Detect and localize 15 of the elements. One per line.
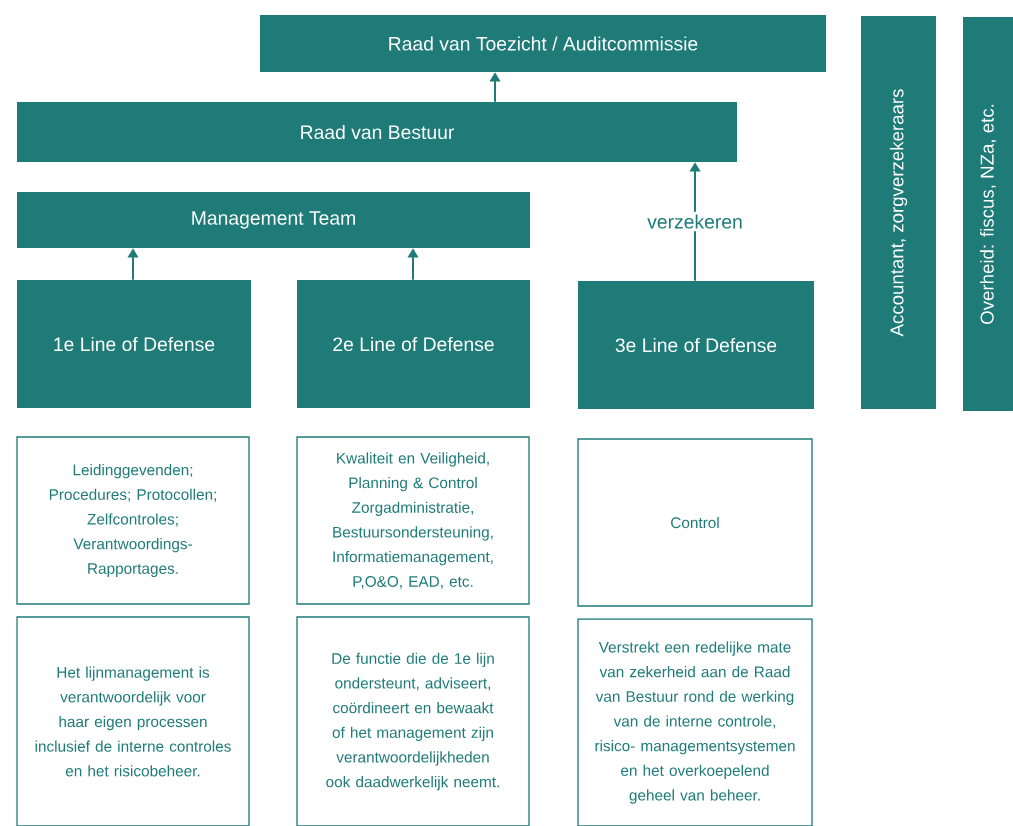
- text-box: Leidinggevenden; Procedures; Protocollen; Zelfcontroles; Verantwoordings- Rapportages.: [16, 436, 250, 605]
- line-of-defense-box: 3e Line of Defense: [578, 281, 814, 409]
- text-box: Kwaliteit en Veiligheid, Planning & Control Zorgadministratie, Bestuursondersteuning, Informatiemanagement, P,O&O, EAD, etc.: [296, 436, 530, 605]
- line-of-defense-box: 2e Line of Defense: [297, 280, 530, 408]
- header-box: Management Team: [17, 192, 530, 248]
- text-box: Verstrekt een redelijke mate van zekerheid aan de Raad van Bestuur rond de werking van de interne controle, risico- managementsystemen en het overkoepelend geheel van beheer.: [577, 618, 813, 826]
- edge-label: verzekeren: [644, 211, 746, 232]
- line-of-defense-box: 1e Line of Defense: [17, 280, 251, 408]
- vertical-band: Accountant, zorgverzekeraars: [861, 16, 936, 409]
- header-box: Raad van Bestuur: [17, 102, 737, 162]
- vertical-band: Overheid: fiscus, NZa, etc.: [963, 17, 1013, 411]
- text-box: Control: [577, 438, 813, 607]
- text-box: Het lijnmanagement is verantwoordelijk voor haar eigen processen inclusief de interne controles en het risicobeheer.: [16, 616, 250, 826]
- header-box: Raad van Toezicht / Auditcommissie: [260, 15, 826, 72]
- text-box: De functie die de 1e lijn ondersteunt, adviseert, coördineert en bewaakt of het management zijn verantwoordelijkheden ook daadwerkelijk neemt.: [296, 616, 530, 826]
